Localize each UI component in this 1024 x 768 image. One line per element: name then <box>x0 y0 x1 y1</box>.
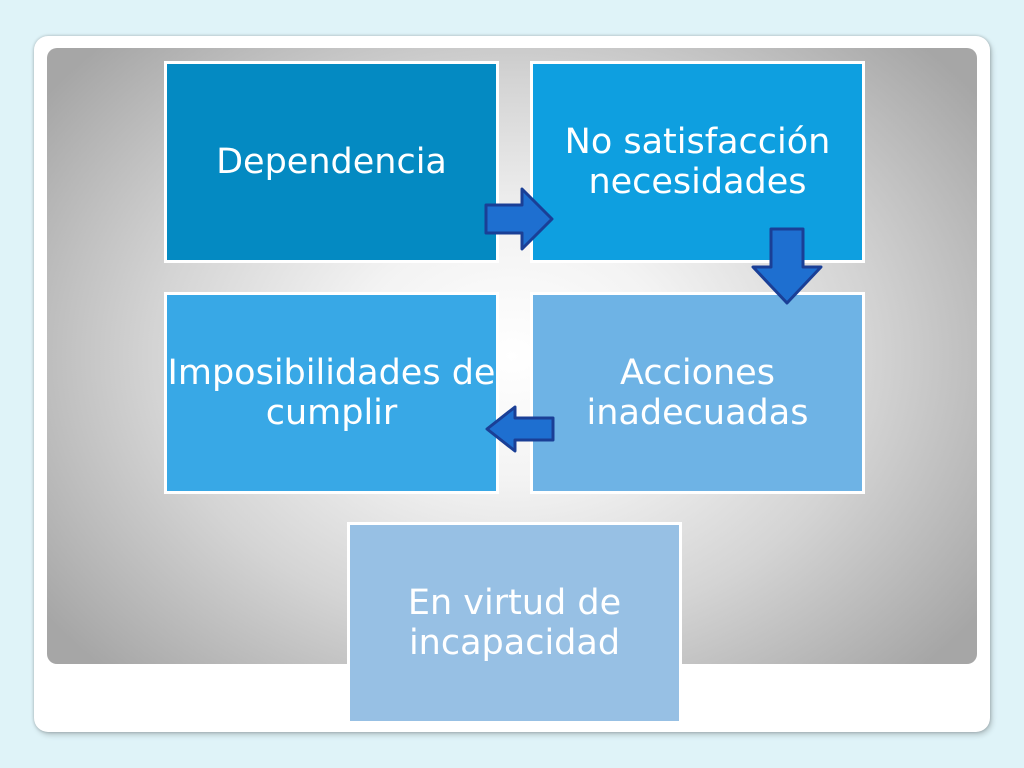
step-no-satisfaccion-necesidades: No satisfacción necesidades <box>530 61 865 263</box>
step-acciones-inadecuadas: Acciones inadecuadas <box>530 292 865 494</box>
step-en-virtud-de-incapacidad: En virtud de incapacidad <box>347 522 682 724</box>
step-label: Imposibilidades de cumplir <box>167 352 496 433</box>
step-label: Dependencia <box>216 141 447 182</box>
step-label: No satisfacción necesidades <box>564 121 831 202</box>
step-dependencia: Dependencia <box>164 61 499 263</box>
arrow-left-icon <box>485 405 555 453</box>
arrow-right-icon <box>484 187 554 251</box>
step-label: En virtud de incapacidad <box>407 582 622 663</box>
arrow-down-icon <box>751 227 823 305</box>
step-imposibilidades-de-cumplir: Imposibilidades de cumplir <box>164 292 499 494</box>
step-label: Acciones inadecuadas <box>586 352 809 433</box>
